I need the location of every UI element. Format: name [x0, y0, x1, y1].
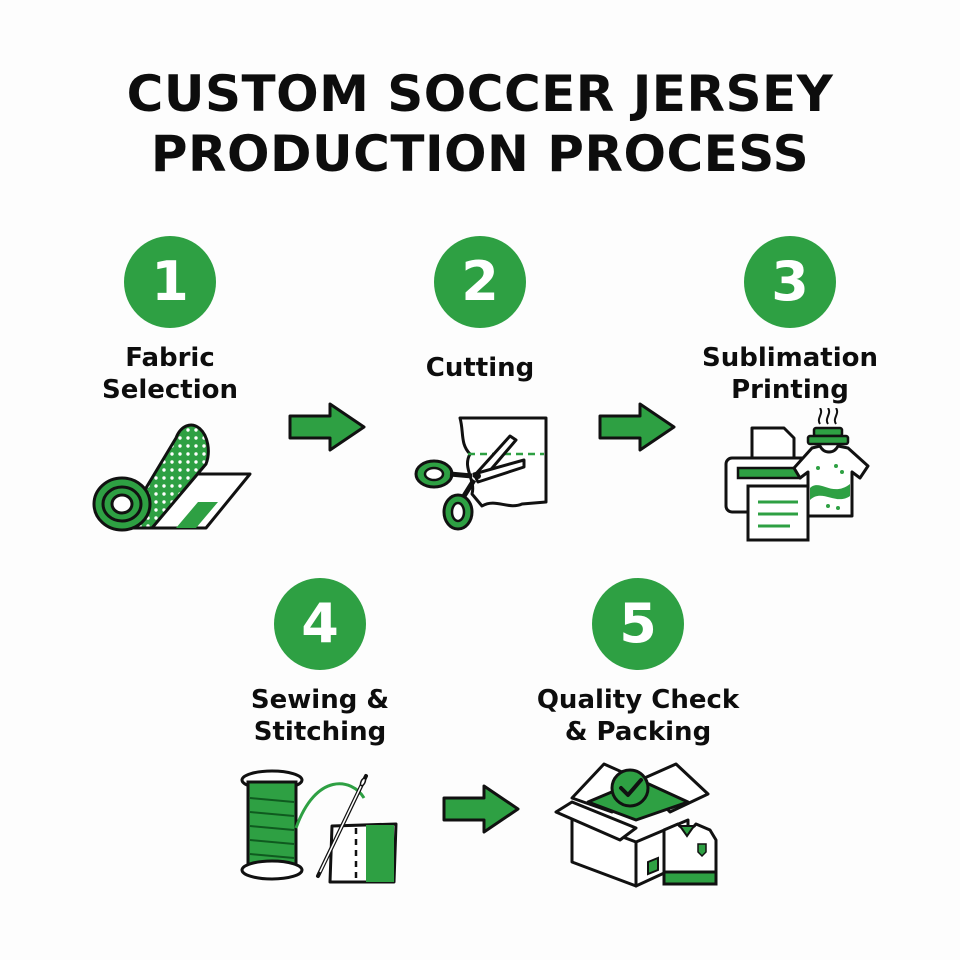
step-5: 5 Quality Check & Packing: [508, 578, 768, 748]
thread-needle-icon: [240, 769, 398, 884]
step-label-line: Stitching: [253, 717, 387, 747]
scissors-cutting-icon: [414, 416, 548, 531]
step-label-line: Quality Check: [536, 685, 740, 715]
step-label: Fabric Selection: [40, 342, 300, 406]
diagram-title: CUSTOM SOCCER JERSEY PRODUCTION PROCESS: [0, 64, 960, 184]
step-label-line: Fabric: [125, 343, 215, 373]
step-label: Cutting: [350, 352, 610, 384]
step-label: Quality Check & Packing: [508, 684, 768, 748]
flow-arrow-2-to-3: [598, 402, 676, 452]
step-label: Sublimation Printing: [660, 342, 920, 406]
step-number-badge: 1: [124, 236, 216, 328]
step-label-line: & Packing: [564, 717, 712, 747]
step-number-badge: 5: [592, 578, 684, 670]
step-label-line: Printing: [731, 375, 849, 405]
fabric-roll-icon: [92, 423, 252, 532]
step-number-badge: 3: [744, 236, 836, 328]
step-3: 3 Sublimation Printing: [660, 236, 920, 406]
title-line-2: PRODUCTION PROCESS: [150, 125, 810, 183]
step-1: 1 Fabric Selection: [40, 236, 300, 406]
step-number-badge: 2: [434, 236, 526, 328]
step-label-line: Sewing &: [250, 685, 390, 715]
step-label-line: Selection: [101, 375, 239, 405]
step-number-badge: 4: [274, 578, 366, 670]
flow-arrow-1-to-2: [288, 402, 366, 452]
step-label-line: Cutting: [425, 353, 535, 383]
step-label: Sewing & Stitching: [190, 684, 450, 748]
box-check-icon: [554, 762, 718, 888]
step-label-line: Sublimation: [701, 343, 879, 373]
printer-jersey-icon: [724, 408, 870, 542]
step-4: 4 Sewing & Stitching: [190, 578, 450, 748]
flow-arrow-4-to-5: [442, 784, 520, 834]
step-2: 2 Cutting: [350, 236, 610, 384]
title-line-1: CUSTOM SOCCER JERSEY: [126, 65, 834, 123]
